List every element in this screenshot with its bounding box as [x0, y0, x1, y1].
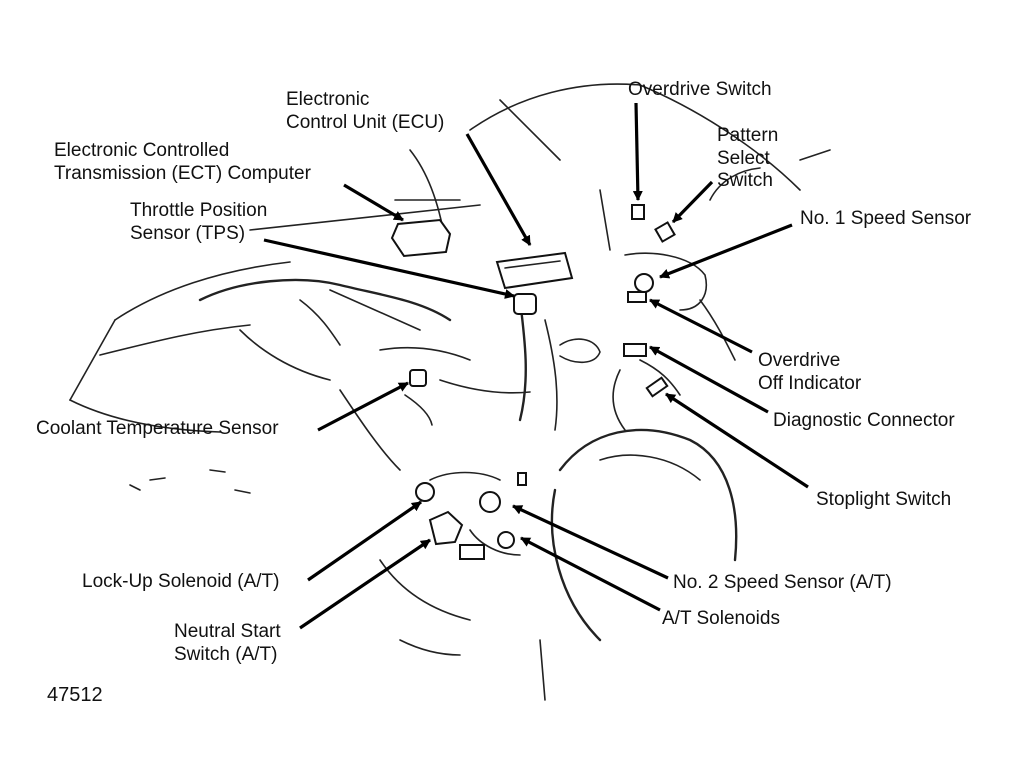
stoplight-switch-part [645, 376, 669, 398]
figure-number: 47512 [47, 684, 103, 706]
lock-up-solenoid-arrow [307, 500, 422, 582]
callout-line: Switch (A/T) [174, 643, 278, 665]
engine-bay-outline [69, 83, 831, 701]
callout-line: Switch [717, 170, 773, 191]
callout-at-solenoids: A/T Solenoids [662, 608, 780, 631]
callout-coolant-temperature-sensor: Coolant Temperature Sensor [36, 418, 279, 441]
at-solenoids-part [497, 531, 515, 549]
pattern-select-switch-part [654, 221, 676, 243]
callout-line: Electronic Controlled [54, 140, 230, 161]
callout-line: Overdrive Switch [628, 79, 772, 100]
callout-line: Throttle Position [130, 200, 268, 221]
component-parts [390, 204, 676, 560]
neutral-start-arrow [299, 538, 431, 630]
callout-line: Control Unit (ECU) [286, 111, 445, 133]
callout-diagnostic-connector: Diagnostic Connector [773, 410, 955, 433]
callout-line: Transmission (ECT) Computer [54, 162, 311, 184]
no1-speed-sensor-part [634, 273, 654, 293]
overdrive-switch-arrow [632, 102, 643, 201]
callout-overdrive-switch: Overdrive Switch [628, 79, 772, 102]
ecu-arrow [465, 133, 532, 246]
callout-line: No. 2 Speed Sensor (A/T) [673, 572, 892, 593]
callout-neutral-start-switch: Neutral Start Switch (A/T) [174, 621, 281, 666]
callout-overdrive-off-indicator: Overdrive Off Indicator [758, 350, 861, 395]
neutral-start-switch-part [428, 510, 464, 546]
leader-arrows [263, 102, 809, 630]
ect-computer-arrow [343, 183, 404, 222]
callout-line: A/T Solenoids [662, 608, 780, 629]
coolant-sensor-part [409, 369, 427, 387]
callout-line: Sensor (TPS) [130, 222, 246, 244]
overdrive-switch-part [631, 204, 645, 220]
callout-line: Stoplight Switch [816, 489, 952, 510]
callout-no1-speed-sensor: No. 1 Speed Sensor [800, 208, 971, 231]
callout-pattern-select-switch: Pattern Select Switch [717, 125, 778, 193]
callout-line: Pattern [717, 125, 779, 146]
callout-line: Neutral Start [174, 621, 281, 642]
callout-lock-up-solenoid: Lock-Up Solenoid (A/T) [82, 571, 279, 594]
callout-line: Off Indicator [758, 372, 862, 394]
no1-speed-sensor-arrow [659, 223, 793, 279]
tps-arrow [263, 238, 515, 299]
callout-line: Diagnostic Connector [773, 410, 955, 431]
callout-line: Overdrive [758, 350, 841, 371]
tps-part [513, 293, 537, 315]
neutral-start-connector [459, 544, 485, 560]
callout-no2-speed-sensor: No. 2 Speed Sensor (A/T) [673, 572, 892, 595]
no2-speed-sensor-arrow [512, 504, 669, 580]
stoplight-switch-arrow [665, 392, 809, 489]
diagnostic-connector-part [623, 343, 647, 357]
callout-throttle-position-sensor: Throttle Position Sensor (TPS) [130, 200, 267, 245]
callout-line: Lock-Up Solenoid (A/T) [82, 571, 280, 592]
lock-up-solenoid-part [415, 482, 435, 502]
callout-ect-computer: Electronic Controlled Transmission (ECT)… [54, 140, 311, 185]
callout-stoplight-switch: Stoplight Switch [816, 489, 951, 512]
callout-line: Electronic [286, 89, 370, 110]
callout-line: No. 1 Speed Sensor [800, 208, 972, 229]
at-solenoid-plug [517, 472, 527, 486]
ecu-part [495, 251, 574, 290]
od-off-indicator-part [627, 291, 647, 303]
at-solenoids-arrow [520, 536, 661, 612]
coolant-sensor-arrow [317, 381, 409, 432]
callout-line: Select [717, 147, 770, 169]
od-off-indicator-arrow [649, 298, 753, 354]
callout-line: Coolant Temperature Sensor [36, 418, 279, 439]
diagnostic-connector-arrow [649, 345, 769, 414]
ect-computer-part [390, 218, 452, 258]
callout-electronic-control-unit: Electronic Control Unit (ECU) [286, 89, 444, 134]
pattern-select-arrow [671, 180, 714, 224]
no2-speed-sensor-part [479, 491, 501, 513]
